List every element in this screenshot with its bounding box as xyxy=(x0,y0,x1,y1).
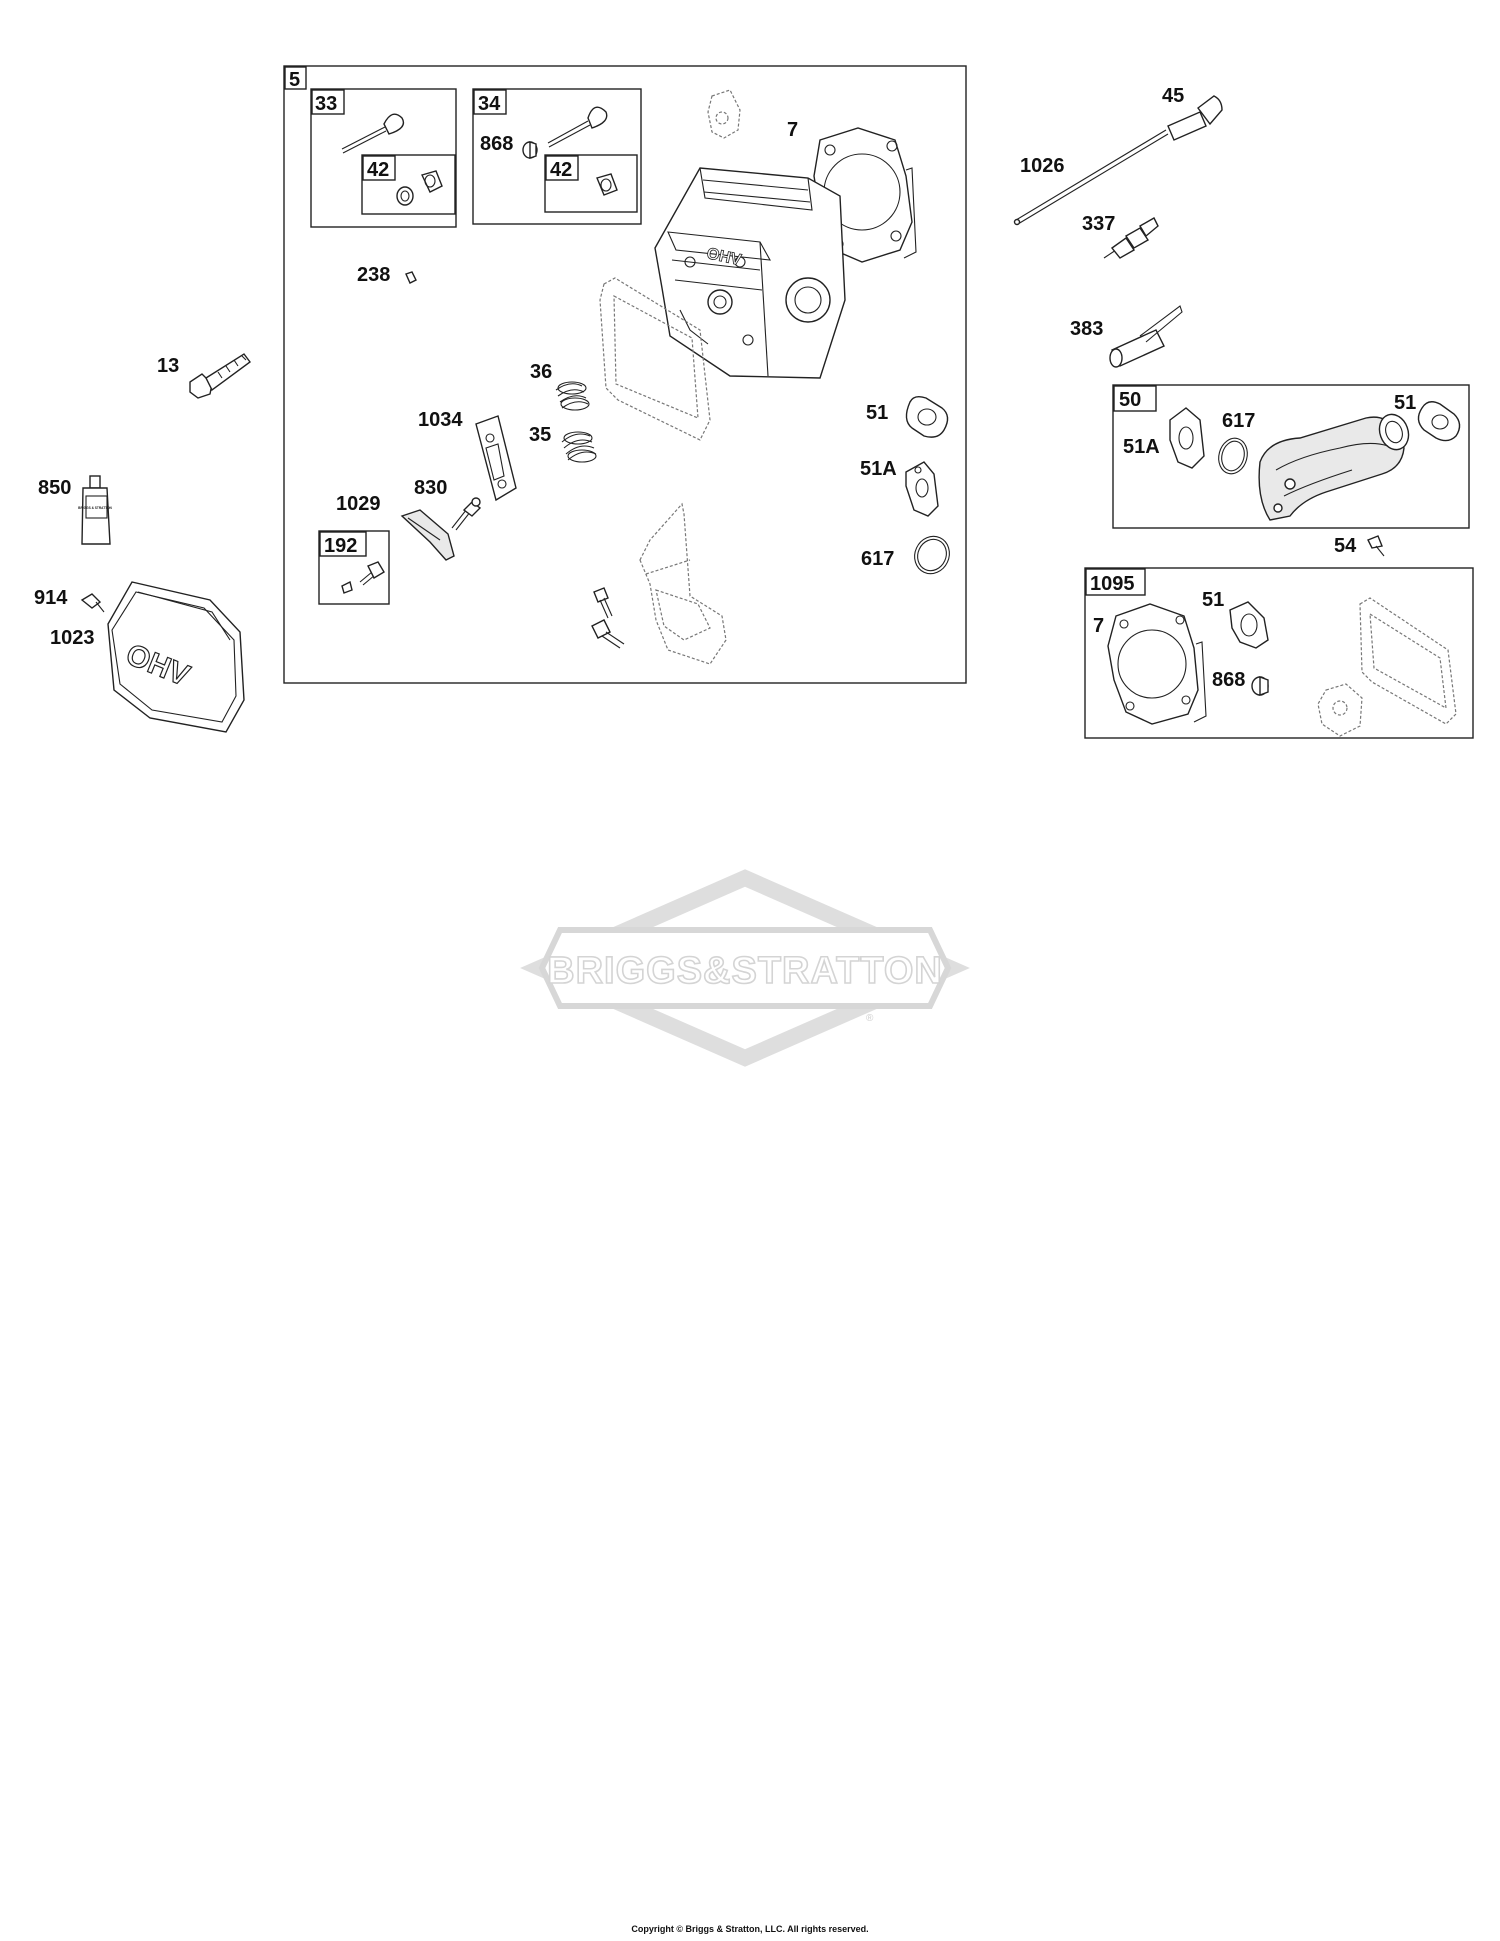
valve-seal-868-kit-part xyxy=(1251,675,1269,697)
sealant-tube-850-part: BRIGGS & STRATTON xyxy=(78,475,113,545)
ref-617-b[interactable]: 617 xyxy=(1222,410,1255,432)
valve-seal-part xyxy=(396,170,443,206)
intake-gasket-51-part xyxy=(905,395,949,438)
ref-7-b[interactable]: 7 xyxy=(1093,615,1104,637)
ref-51-b[interactable]: 51 xyxy=(1394,392,1416,414)
kit-192-adjusting-screw-box: 192 xyxy=(318,530,390,605)
ref-868-a[interactable]: 868 xyxy=(480,133,513,155)
adjusting-screw-part xyxy=(341,561,385,594)
manifold-gasket-51-part xyxy=(1417,401,1461,442)
ref-238[interactable]: 238 xyxy=(357,264,390,286)
manifold-gasket-51A-part xyxy=(1169,407,1205,469)
gasket-51-kit-part xyxy=(1229,601,1269,649)
head-bolt-13-part xyxy=(189,353,251,399)
copyright-footer: Copyright © Briggs & Stratton, LLC. All … xyxy=(631,1924,869,1934)
head-gasket-kit-part xyxy=(1107,603,1207,725)
ref-7-a[interactable]: 7 xyxy=(787,119,798,141)
ref-33[interactable]: 33 xyxy=(315,93,337,115)
spark-plug-tool-383-part xyxy=(1109,305,1183,368)
rocker-cover-gasket-ghost xyxy=(599,277,711,441)
intake-manifold-part xyxy=(1258,413,1410,521)
screw-lower-a-part xyxy=(593,587,613,619)
ref-830[interactable]: 830 xyxy=(414,477,447,499)
ref-1034[interactable]: 1034 xyxy=(418,409,463,431)
valve-cover-1023-part: OHV xyxy=(107,581,245,733)
ref-54[interactable]: 54 xyxy=(1334,535,1357,557)
ref-617-a[interactable]: 617 xyxy=(861,548,894,570)
kit-34-intake-valve-box: 34 868 42 xyxy=(472,88,642,225)
ref-850[interactable]: 850 xyxy=(38,477,71,499)
ref-51-c[interactable]: 51 xyxy=(1202,589,1224,611)
ref-45[interactable]: 45 xyxy=(1162,85,1184,107)
ref-51A-a[interactable]: 51A xyxy=(860,458,897,480)
ref-337[interactable]: 337 xyxy=(1082,213,1115,235)
ref-50[interactable]: 50 xyxy=(1119,389,1141,411)
valve-guide-part xyxy=(522,141,538,159)
ref-34[interactable]: 34 xyxy=(478,93,501,115)
valve-spring-36-part xyxy=(555,381,590,411)
ref-13[interactable]: 13 xyxy=(157,355,179,377)
valve-spring-35-part xyxy=(561,431,597,463)
screw-lower-b-part xyxy=(591,619,625,649)
ref-914[interactable]: 914 xyxy=(34,587,68,609)
o-ring-617-part xyxy=(914,535,950,575)
ref-36[interactable]: 36 xyxy=(530,361,552,383)
tappet-45-part xyxy=(1167,95,1223,141)
cylinder-head-part: OHV xyxy=(654,167,846,379)
gasket-kit-ghost-a xyxy=(1317,683,1363,737)
kit-33-exhaust-valve-box: 33 42 xyxy=(310,88,457,228)
ref-42-a[interactable]: 42 xyxy=(367,159,389,181)
ref-383[interactable]: 383 xyxy=(1070,318,1103,340)
ref-5[interactable]: 5 xyxy=(289,69,300,91)
intake-gasket-51A-part xyxy=(905,461,939,517)
sealant-label: BRIGGS & STRATTON xyxy=(78,506,112,510)
screw-54-part xyxy=(1367,535,1385,557)
screw-914-part xyxy=(80,593,105,613)
exhaust-gasket-ghost xyxy=(707,89,741,139)
ref-51-a[interactable]: 51 xyxy=(866,402,888,424)
gasket-kit-ghost-b xyxy=(1359,597,1457,725)
ref-35[interactable]: 35 xyxy=(529,424,551,446)
exhaust-valve-part xyxy=(341,113,405,154)
rocker-cover-plate-1034-part xyxy=(475,415,517,502)
briggs-stratton-watermark: BRIGGS&STRATTON ® xyxy=(520,869,970,1067)
ref-42-b[interactable]: 42 xyxy=(550,159,572,181)
intake-valve-part xyxy=(547,106,608,148)
valve-cap-238-part xyxy=(405,271,417,284)
ref-1029[interactable]: 1029 xyxy=(336,493,381,515)
valve-seal-part-b xyxy=(596,173,618,196)
ref-192[interactable]: 192 xyxy=(324,535,357,557)
spark-plug-337-part xyxy=(1103,217,1159,259)
ref-1023[interactable]: 1023 xyxy=(50,627,95,649)
watermark-brand: BRIGGS&STRATTON xyxy=(547,950,943,992)
rocker-arm-1029-part xyxy=(400,509,455,561)
ref-51A-b[interactable]: 51A xyxy=(1123,436,1160,458)
watermark-registered: ® xyxy=(866,1013,874,1024)
kit-1095-gasket-set-box: 1095 51 7 868 xyxy=(1084,567,1474,739)
push-rod-1026-part xyxy=(1013,129,1169,226)
ref-1026[interactable]: 1026 xyxy=(1020,155,1065,177)
kit-5-cylinder-head-frame: 5 xyxy=(283,65,967,684)
breather-shield-ghost xyxy=(639,502,727,665)
kit-50-intake-manifold-box: 50 51A 617 51 xyxy=(1112,384,1470,529)
rocker-stud-830-part xyxy=(451,497,482,531)
o-ring-617-b-part xyxy=(1218,437,1248,475)
ref-1095[interactable]: 1095 xyxy=(1090,573,1135,595)
ref-868-b[interactable]: 868 xyxy=(1212,669,1245,691)
